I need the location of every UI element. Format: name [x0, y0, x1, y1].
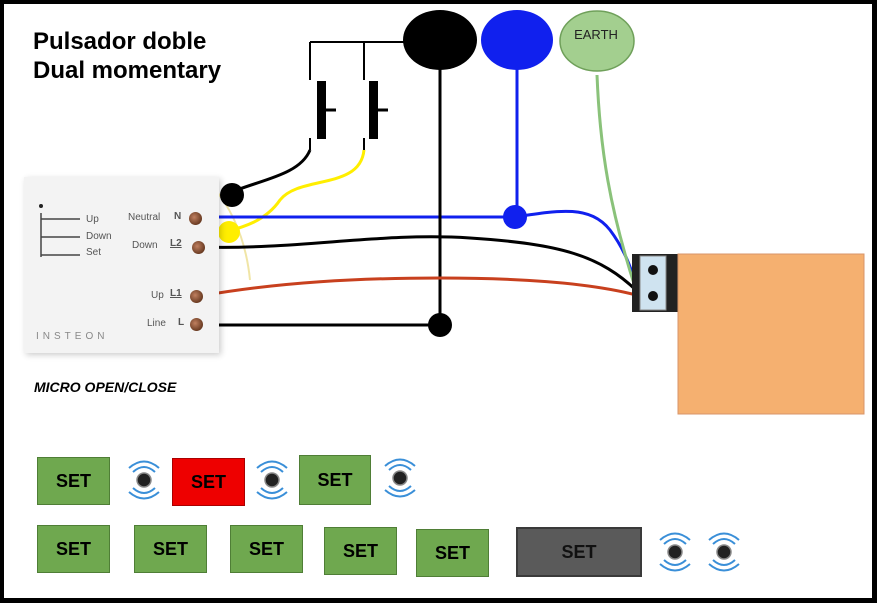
- down-l2-term-label: L2: [170, 238, 182, 249]
- module-label-down: Down: [86, 231, 112, 242]
- down-l2-terminal-screw: [192, 241, 205, 254]
- up-l1-label: Up: [151, 290, 164, 301]
- earth-terminal-green: [559, 10, 635, 72]
- junction-blue: [503, 205, 527, 229]
- neutral-terminal-blue: [481, 10, 553, 70]
- neutral-terminal-screw: [189, 212, 202, 225]
- module-brand: INSTEON: [36, 331, 109, 342]
- set-button-row2-3[interactable]: SET: [230, 525, 303, 573]
- wireless-signal-icon: [256, 460, 288, 500]
- junction-black-line: [428, 313, 452, 337]
- phase-terminal-black: [403, 10, 477, 70]
- set-button-row2-2[interactable]: SET: [134, 525, 207, 573]
- line-label: Line: [147, 318, 166, 329]
- set-button-row1-1[interactable]: SET: [37, 457, 110, 505]
- switch-yellow-wire: [224, 149, 366, 234]
- up-l1-term-label: L1: [170, 288, 182, 299]
- module-caption: MICRO OPEN/CLOSE: [34, 379, 177, 395]
- title-line2: Dual momentary: [33, 57, 222, 84]
- earth-label: EARTH: [574, 27, 618, 42]
- up-red-wire: [199, 276, 641, 298]
- down-black-wire: [199, 235, 640, 294]
- set-button-row2-6[interactable]: SET: [516, 527, 642, 577]
- line-term-label: L: [178, 317, 185, 328]
- up-l1-terminal-screw: [190, 290, 203, 303]
- junction-black-switch: [220, 183, 244, 207]
- module-bracket-lines: [39, 204, 80, 257]
- motor-connector: [632, 254, 678, 312]
- motor-body: [677, 253, 865, 415]
- down-l2-label: Down: [132, 240, 158, 251]
- module-label-up: Up: [86, 214, 99, 225]
- wireless-signal-icon: [708, 532, 740, 572]
- junction-yellow: [218, 221, 240, 243]
- set-button-row2-1[interactable]: SET: [37, 525, 110, 573]
- wireless-signal-icon: [128, 460, 160, 500]
- micro-module: Up Down Set Neutral N Down L2 Up L1 Line…: [24, 177, 219, 353]
- switch-black-wire: [231, 149, 312, 194]
- wireless-signal-icon: [384, 458, 416, 498]
- set-button-row1-2[interactable]: SET: [172, 458, 245, 506]
- module-label-set: Set: [86, 247, 102, 258]
- set-button-row2-5[interactable]: SET: [416, 529, 489, 577]
- set-button-row2-4[interactable]: SET: [324, 527, 397, 575]
- line-terminal-screw: [190, 318, 203, 331]
- earth-green-wire: [595, 74, 638, 291]
- neutral-term-label: N: [174, 211, 182, 222]
- neutral-label: Neutral: [128, 212, 161, 223]
- set-button-row1-3[interactable]: SET: [299, 455, 371, 505]
- title-line1: Pulsador doble: [33, 28, 207, 55]
- wireless-signal-icon: [659, 532, 691, 572]
